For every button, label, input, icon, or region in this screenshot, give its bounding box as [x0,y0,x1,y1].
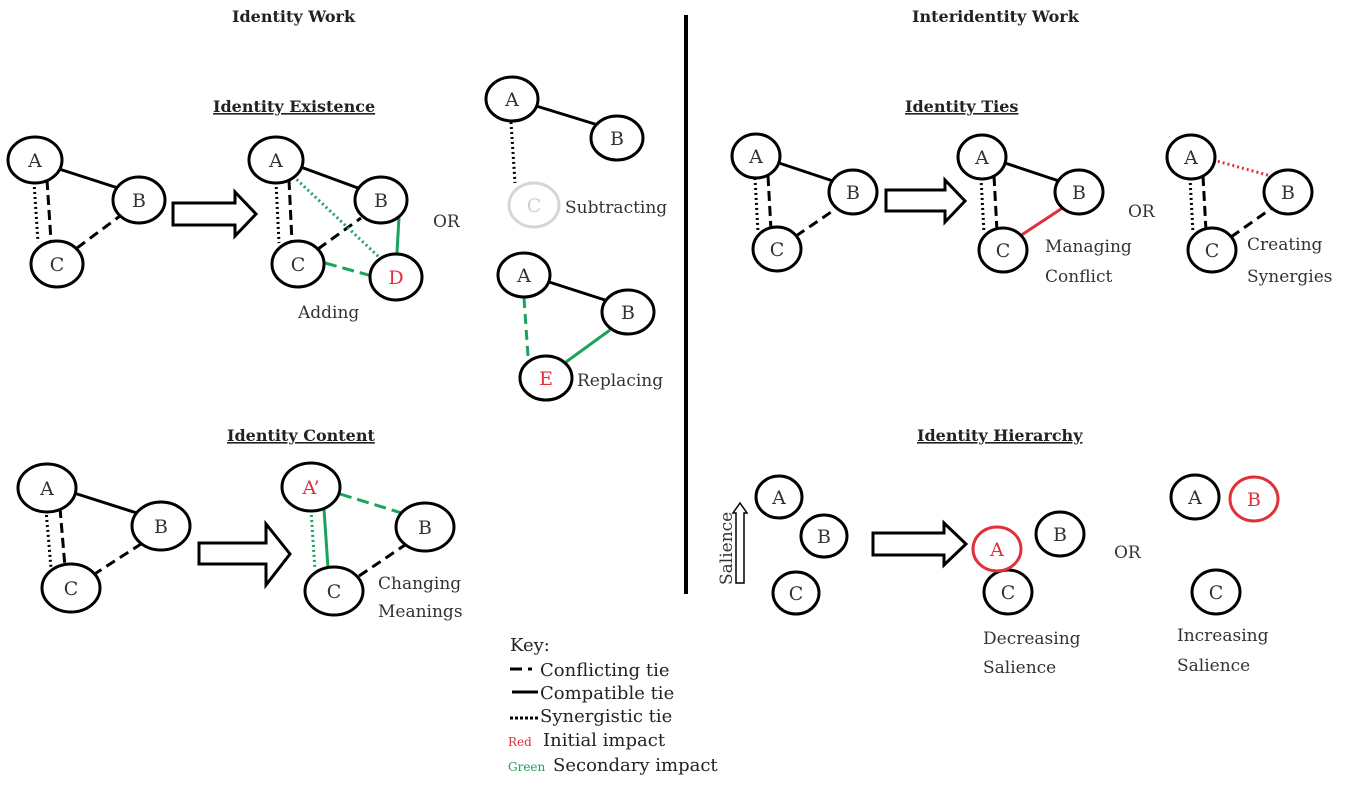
node-b-label: B [1247,489,1261,511]
legend: Key: Conflicting tie Compatible tie Syne… [508,635,718,776]
node-b-label: B [132,190,146,212]
caption-synergies: Synergies [1247,267,1333,287]
legend-red-swatch: Red [508,735,532,749]
legend-secondary-impact: Secondary impact [553,755,718,776]
transform-arrow-icon [171,188,259,240]
legend-title: Key: [510,635,550,656]
legend-synergistic: Synergistic tie [540,706,672,727]
caption-conflict: Conflict [1045,267,1112,287]
caption-adding: Adding [297,303,359,323]
node-c-label: C [1001,582,1016,604]
legend-compatible: Compatible tie [540,683,674,704]
or-hierarchy: OR [1114,543,1142,563]
title-identity-existence: Identity Existence [213,97,375,116]
node-a [6,135,64,185]
node-a-label: A [748,146,763,168]
node-b-label: B [154,516,168,538]
caption-dec-salience: Salience [983,658,1056,678]
caption-inc-salience: Salience [1177,656,1250,676]
header-interidentity-work: Interidentity Work [912,7,1080,26]
adding-graph: A B C D [247,135,424,302]
node-a-label: A [39,478,54,500]
hierarchy-base: A B C [754,474,849,616]
header-identity-work: Identity Work [232,7,356,26]
node-b-label: B [1072,182,1086,204]
caption-managing: Managing [1045,237,1132,257]
title-identity-content: Identity Content [227,426,375,445]
caption-changing: Changing [378,574,461,594]
node-a-label: A [989,539,1004,561]
node-a-label: A [504,89,519,111]
or-ties: OR [1128,202,1156,222]
node-a-label: A [1187,487,1202,509]
node-c-label: C [1205,240,1220,262]
node-c-label: C [770,239,785,261]
node-c [29,239,85,289]
creating-synergies-graph: A B C [1165,133,1314,274]
node-b-label: B [610,128,624,150]
tie-conflicting [45,179,53,242]
node-a-label: A [974,147,989,169]
node-c-label: C [64,578,79,600]
caption-subtracting: Subtracting [565,198,667,218]
node-d-label: D [388,267,403,289]
caption-replacing: Replacing [577,371,663,391]
node-b-label: B [1053,524,1067,546]
transform-arrow-icon [884,176,968,226]
legend-conflicting: Conflicting tie [540,660,670,681]
replacing-graph: A B E [496,251,656,402]
node-c-label: C [50,254,65,276]
node-b-label: B [621,302,635,324]
node-c-label: C [789,583,804,605]
title-identity-hierarchy: Identity Hierarchy [917,426,1083,445]
legend-green-swatch: Green [508,760,546,774]
or-existence: OR [433,212,461,232]
caption-decreasing: Decreasing [983,629,1081,649]
title-identity-ties: Identity Ties [905,97,1018,116]
node-c-label: C [527,195,542,217]
node-b-label: B [374,190,388,212]
node-a-label: A [516,265,531,287]
subtracting-graph: A B C [484,75,645,229]
node-e-label: E [539,368,553,390]
salience-up-arrow-icon [731,501,749,584]
managing-conflict-graph: A B C [956,133,1105,274]
transform-arrow-icon [197,519,292,590]
node-c-label: C [996,240,1011,262]
node-b-label: B [1281,182,1295,204]
caption-creating: Creating [1247,235,1323,255]
node-b-label: B [846,182,860,204]
node-b-label: B [418,517,432,539]
node-c-label: C [1209,582,1224,604]
node-a-label: A [268,150,283,172]
caption-increasing: Increasing [1177,626,1269,646]
tie-compatible [55,166,119,190]
node-a-label: A [27,150,42,172]
caption-meanings: Meanings [378,602,463,622]
tie-conflicting [76,214,121,250]
content-base-graph: A B C [16,462,192,614]
node-a-label: A [771,487,786,509]
node-c-label: C [327,581,342,603]
node-a-label: A [1183,147,1198,169]
ties-base-graph: A B C [730,132,879,273]
node-b-label: B [817,526,831,548]
existence-base-graph: A B C [6,135,167,289]
legend-initial-impact: Initial impact [543,730,666,751]
node-a-prime-label: A’ [302,477,320,499]
decreasing-salience-graph: A B C [971,510,1086,616]
increasing-salience-graph: A B C [1169,473,1280,616]
node-c-label: C [291,254,306,276]
changing-meanings-graph: A’ B C [280,461,456,617]
salience-axis-label: Salience [717,512,737,585]
tie-synergistic [32,181,40,243]
node-b [111,175,167,225]
transform-arrow-icon [871,519,969,569]
